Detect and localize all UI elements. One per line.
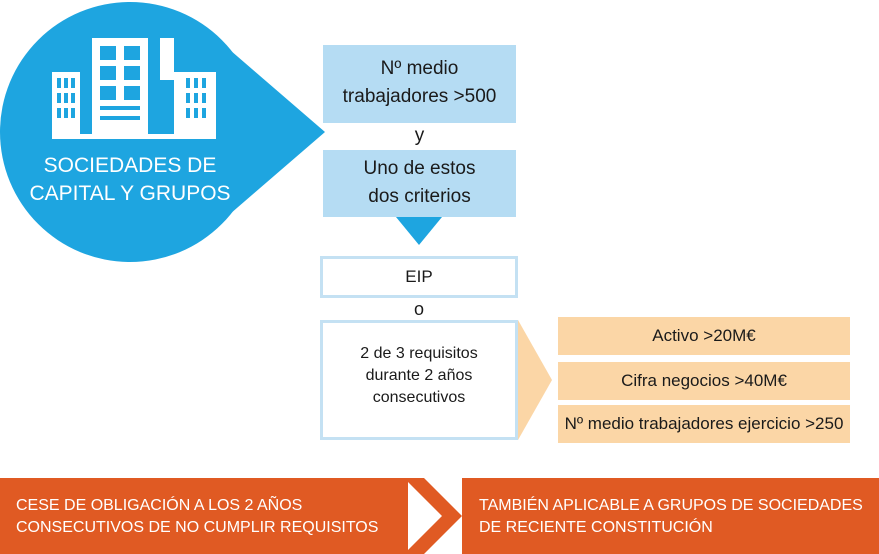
requirements-line-3: consecutivos: [372, 389, 466, 406]
connector-o: o: [413, 299, 424, 319]
footer-right-bar: TAMBIÉN APLICABLE A GRUPOS DE SOCIEDADES…: [462, 478, 879, 554]
peach-pointer: [518, 320, 552, 440]
footer-left-bar: CESE DE OBLIGACIÓN A LOS 2 AÑOS CONSECUT…: [0, 478, 408, 554]
category-label: SOCIEDADES DE CAPITAL Y GRUPOS: [20, 152, 240, 208]
criterion-cifra-negocios: Cifra negocios >40M€: [558, 362, 850, 400]
connector-y: y: [414, 125, 425, 146]
criteria-line-1: Uno de estos: [363, 158, 476, 179]
footer-right-line-2: DE RECIENTE CONSTITUCIÓN: [479, 519, 713, 536]
criterion-activo: Activo >20M€: [558, 317, 850, 355]
footer-chevron: [404, 478, 462, 554]
criteria-line-2: dos criterios: [368, 186, 471, 207]
eip-box: EIP: [320, 256, 518, 298]
category-circle: [0, 2, 325, 262]
footer-left-line-2: CONSECUTIVOS DE NO CUMPLIR REQUISITOS: [16, 519, 379, 536]
requirements-line-1: 2 de 3 requisitos: [360, 345, 478, 362]
category-line-1: SOCIEDADES DE: [43, 154, 217, 177]
employees-line-2: trabajadores >500: [342, 86, 497, 107]
employees-line-1: Nº medio: [380, 58, 459, 79]
employees-box: Nº medio trabajadores >500: [323, 45, 516, 123]
down-arrow-icon: [396, 217, 442, 245]
criterion-trabajadores: Nº medio trabajadores ejercicio >250: [558, 405, 850, 443]
category-line-2: CAPITAL Y GRUPOS: [29, 182, 231, 205]
eip-label: EIP: [405, 267, 433, 286]
criteria-box: Uno de estos dos criterios: [323, 150, 516, 217]
requirements-line-2: durante 2 años: [365, 367, 473, 384]
footer-right-line-1: TAMBIÉN APLICABLE A GRUPOS DE SOCIEDADES: [479, 497, 863, 514]
footer-left-line-1: CESE DE OBLIGACIÓN A LOS 2 AÑOS: [16, 497, 303, 514]
requirements-box: 2 de 3 requisitos durante 2 años consecu…: [320, 320, 518, 440]
